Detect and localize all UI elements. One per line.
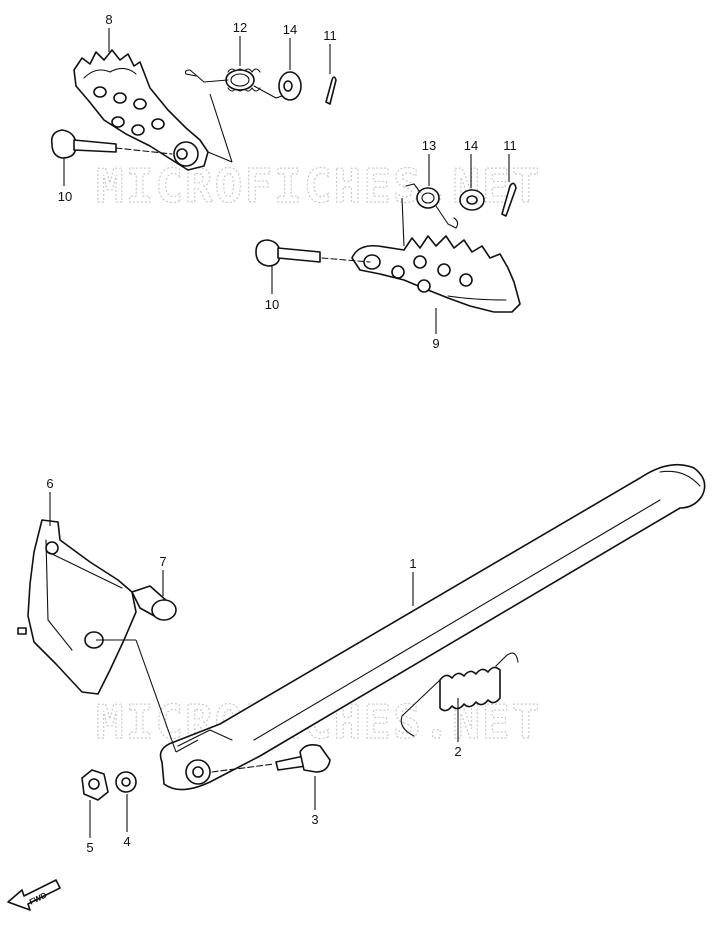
callout-10-mid: 10 (265, 297, 279, 312)
washer-4 (115, 771, 137, 793)
callout-10-top: 10 (58, 189, 72, 204)
washer-14-top (278, 71, 302, 101)
cotter-pin-11-mid (501, 182, 517, 217)
bolt-7 (131, 585, 177, 621)
callout-8: 8 (105, 12, 112, 27)
callout-11-mid: 11 (503, 138, 517, 153)
washer-14-mid (459, 189, 485, 211)
callout-1: 1 (409, 556, 416, 571)
callout-11-top: 11 (323, 28, 337, 43)
callout-6: 6 (46, 476, 53, 491)
spring-13 (401, 183, 459, 247)
footpeg-right (351, 235, 521, 313)
forward-arrow-icon: FWD (7, 879, 61, 911)
callout-5: 5 (86, 840, 93, 855)
callout-14-top: 14 (283, 22, 297, 37)
callout-9: 9 (432, 336, 439, 351)
side-stand-1 (159, 463, 706, 791)
pin-10-mid (255, 239, 371, 267)
callout-4: 4 (123, 834, 130, 849)
spring-2 (400, 652, 519, 737)
callout-14-mid: 14 (464, 138, 478, 153)
footpeg-left (73, 49, 209, 171)
callout-2: 2 (454, 744, 461, 759)
bolt-3 (211, 744, 331, 773)
callout-13: 13 (422, 138, 436, 153)
pin-10-top (50, 129, 173, 159)
bracket-6 (17, 519, 137, 695)
callout-3: 3 (311, 812, 318, 827)
callout-12: 12 (233, 20, 247, 35)
callout-7: 7 (159, 554, 166, 569)
cotter-pin-11-top (325, 76, 337, 105)
nut-5 (81, 769, 109, 801)
spring-12 (184, 68, 283, 99)
